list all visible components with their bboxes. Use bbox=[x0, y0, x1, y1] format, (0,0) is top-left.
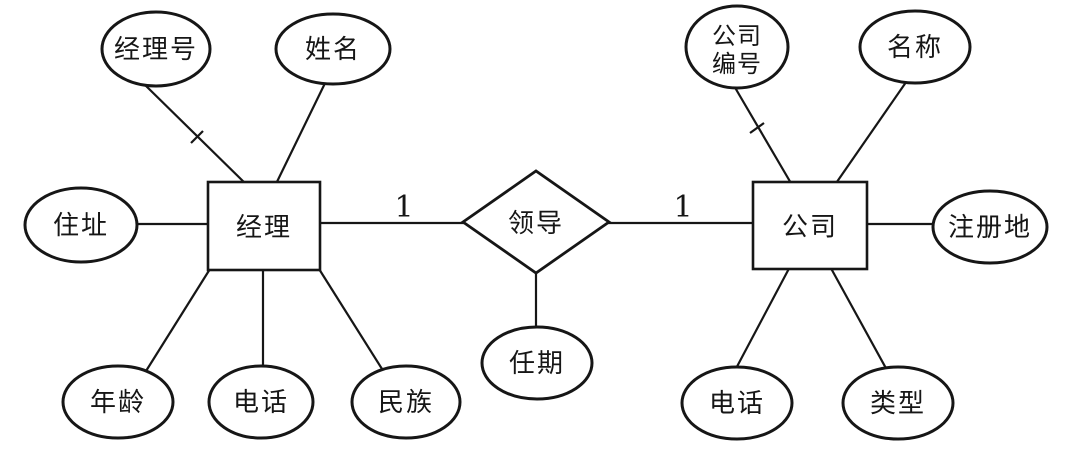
attribute-co_type-label: 类型 bbox=[870, 389, 926, 419]
edge-co_name-company bbox=[831, 74, 912, 190]
attribute-co_phone-label: 电话 bbox=[709, 389, 765, 419]
attribute-mgr_name-label: 姓名 bbox=[305, 35, 361, 65]
entity-company-label: 公司 bbox=[782, 213, 838, 243]
entity-company bbox=[751, 180, 869, 271]
entity-manager bbox=[206, 180, 322, 272]
attribute-co_name-label: 名称 bbox=[887, 33, 943, 63]
attribute-mgr_ethnic-label: 民族 bbox=[378, 388, 434, 418]
key-tick-mgr_id-manager bbox=[190, 130, 204, 144]
relationship-lead-label: 领导 bbox=[508, 209, 564, 239]
edge-company-co_phone bbox=[731, 260, 794, 377]
attribute-co_reg bbox=[931, 189, 1049, 265]
cardinality-label-2: 1 bbox=[673, 190, 692, 225]
attribute-mgr_id bbox=[100, 10, 212, 88]
edge-company-co_type bbox=[826, 260, 894, 382]
edge-mgr_id-manager bbox=[142, 82, 251, 189]
attribute-mgr_phone-label: 电话 bbox=[233, 388, 289, 418]
attribute-tenure bbox=[480, 325, 594, 401]
attribute-mgr_age bbox=[61, 364, 175, 440]
attribute-co_id bbox=[684, 4, 790, 90]
edge-manager-mgr_age bbox=[140, 260, 216, 380]
attribute-co_id-label: 公司编号 bbox=[712, 22, 762, 78]
attribute-co_name bbox=[858, 9, 972, 85]
attribute-mgr_id-label: 经理号 bbox=[114, 35, 198, 65]
relationship-lead bbox=[460, 169, 612, 275]
entity-manager-label: 经理 bbox=[236, 213, 292, 243]
key-tick-co_id-company bbox=[749, 122, 765, 134]
attribute-co_phone bbox=[680, 365, 794, 441]
attribute-mgr_age-label: 年龄 bbox=[90, 388, 146, 418]
attribute-co_type bbox=[841, 365, 955, 441]
edge-mgr_name-manager bbox=[272, 74, 330, 191]
attribute-mgr_name bbox=[274, 12, 392, 86]
attribute-mgr_ethnic bbox=[350, 364, 462, 440]
attribute-mgr_addr bbox=[23, 186, 139, 264]
attribute-mgr_phone bbox=[207, 364, 315, 440]
attribute-mgr_addr-label: 住址 bbox=[53, 211, 109, 241]
edge-co_id-company bbox=[729, 78, 796, 191]
cardinality-label-1: 1 bbox=[394, 190, 413, 225]
attribute-tenure-label: 任期 bbox=[509, 349, 565, 379]
edge-manager-mgr_ethnic bbox=[313, 260, 390, 381]
attribute-co_reg-label: 注册地 bbox=[948, 213, 1032, 243]
